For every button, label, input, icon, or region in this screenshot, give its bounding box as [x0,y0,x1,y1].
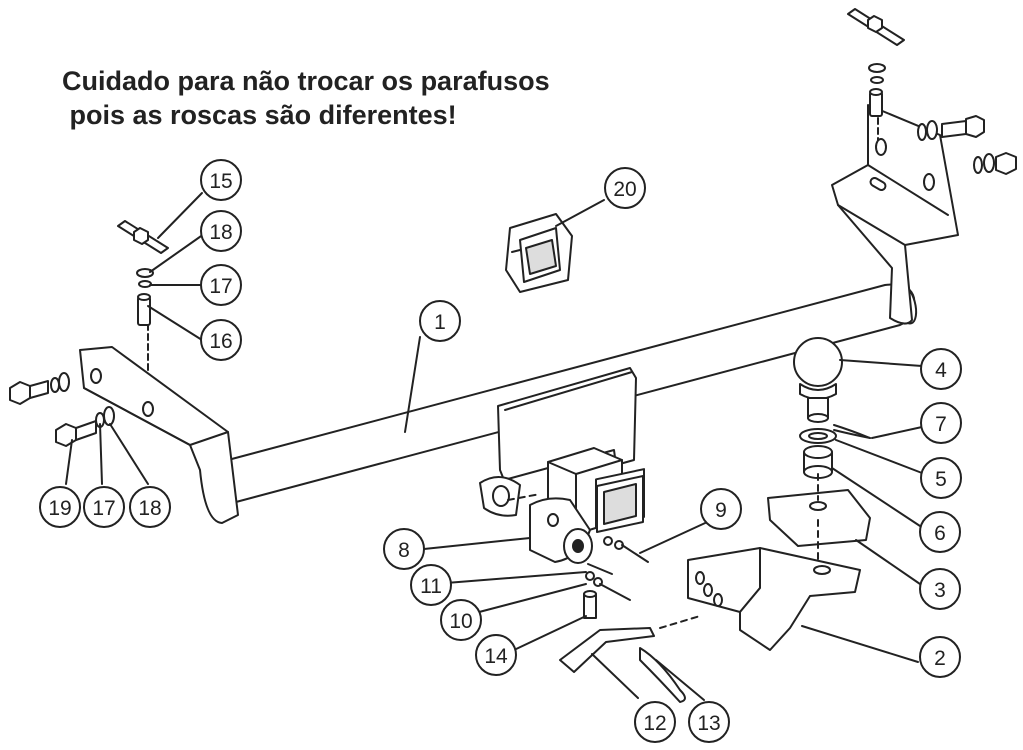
callout-7-label: 7 [935,413,947,436]
callout-2: 2 [919,636,961,678]
cotter-pin-top [833,424,871,439]
callout-20-label: 20 [613,178,636,201]
left-top-fastener-stack [117,220,169,326]
callout-13-label: 13 [697,712,720,735]
right-bolt-lower [973,152,1017,175]
callout-4: 4 [920,348,962,390]
leader-lines [65,192,923,701]
callout-1: 1 [419,300,461,342]
callout-17-bottom-label: 17 [92,497,115,520]
left-bolt-lower [55,406,115,447]
callout-11-label: 11 [420,575,442,598]
callout-3: 3 [919,568,961,610]
callout-19-label: 19 [48,497,71,520]
draw-bar [687,547,861,651]
callout-11: 11 [410,564,452,606]
tow-ball [793,337,843,423]
right-bolt-upper [917,115,985,141]
ball-washer [799,428,837,444]
callout-18-top: 18 [200,210,242,252]
callout-15-label: 15 [209,170,232,193]
callout-7: 7 [920,402,962,444]
callout-1-label: 1 [434,311,446,334]
left-bracket [79,323,239,524]
callout-16: 16 [200,319,242,361]
callout-6-label: 6 [934,522,946,545]
callout-17-top-label: 17 [209,275,232,298]
socket-screws [583,536,649,619]
callout-17-bottom: 17 [83,486,125,528]
callout-12-label: 12 [643,712,666,735]
callout-4-label: 4 [935,359,947,382]
left-bolt-upper [9,372,70,405]
callout-15: 15 [200,159,242,201]
callout-8-label: 8 [398,539,410,562]
hitch-clip [639,647,686,703]
callout-14: 14 [475,634,517,676]
callout-18-bottom-label: 18 [138,497,161,520]
callout-10: 10 [440,599,482,641]
right-bracket [831,104,959,325]
callout-8: 8 [383,528,425,570]
callout-19: 19 [39,486,81,528]
callout-12: 12 [634,701,676,743]
callout-14-label: 14 [484,645,508,668]
ball-mount-spacer [767,489,871,547]
callout-3-label: 3 [934,579,946,602]
electrical-socket [479,476,593,564]
callout-16-label: 16 [209,330,232,353]
callout-2-label: 2 [934,647,946,670]
receiver-cap [505,213,573,293]
callout-13: 13 [688,701,730,743]
callout-6: 6 [919,511,961,553]
warning-line-1: Cuidado para não trocar os parafusos [62,66,550,96]
right-top-fastener-stack [847,8,905,141]
callout-5-label: 5 [935,468,947,491]
warning-line-2: pois as roscas são diferentes! [62,100,457,130]
alignment-lines [507,473,819,629]
castle-nut [803,445,833,479]
callout-20: 20 [604,167,646,209]
callout-18-bottom: 18 [129,486,171,528]
hitch-pin [559,627,655,673]
callout-5: 5 [920,457,962,499]
callout-17-top: 17 [200,264,242,306]
callout-9-label: 9 [715,499,727,522]
callout-9: 9 [700,488,742,530]
callout-10-label: 10 [449,610,472,633]
callout-18-top-label: 18 [209,221,232,244]
